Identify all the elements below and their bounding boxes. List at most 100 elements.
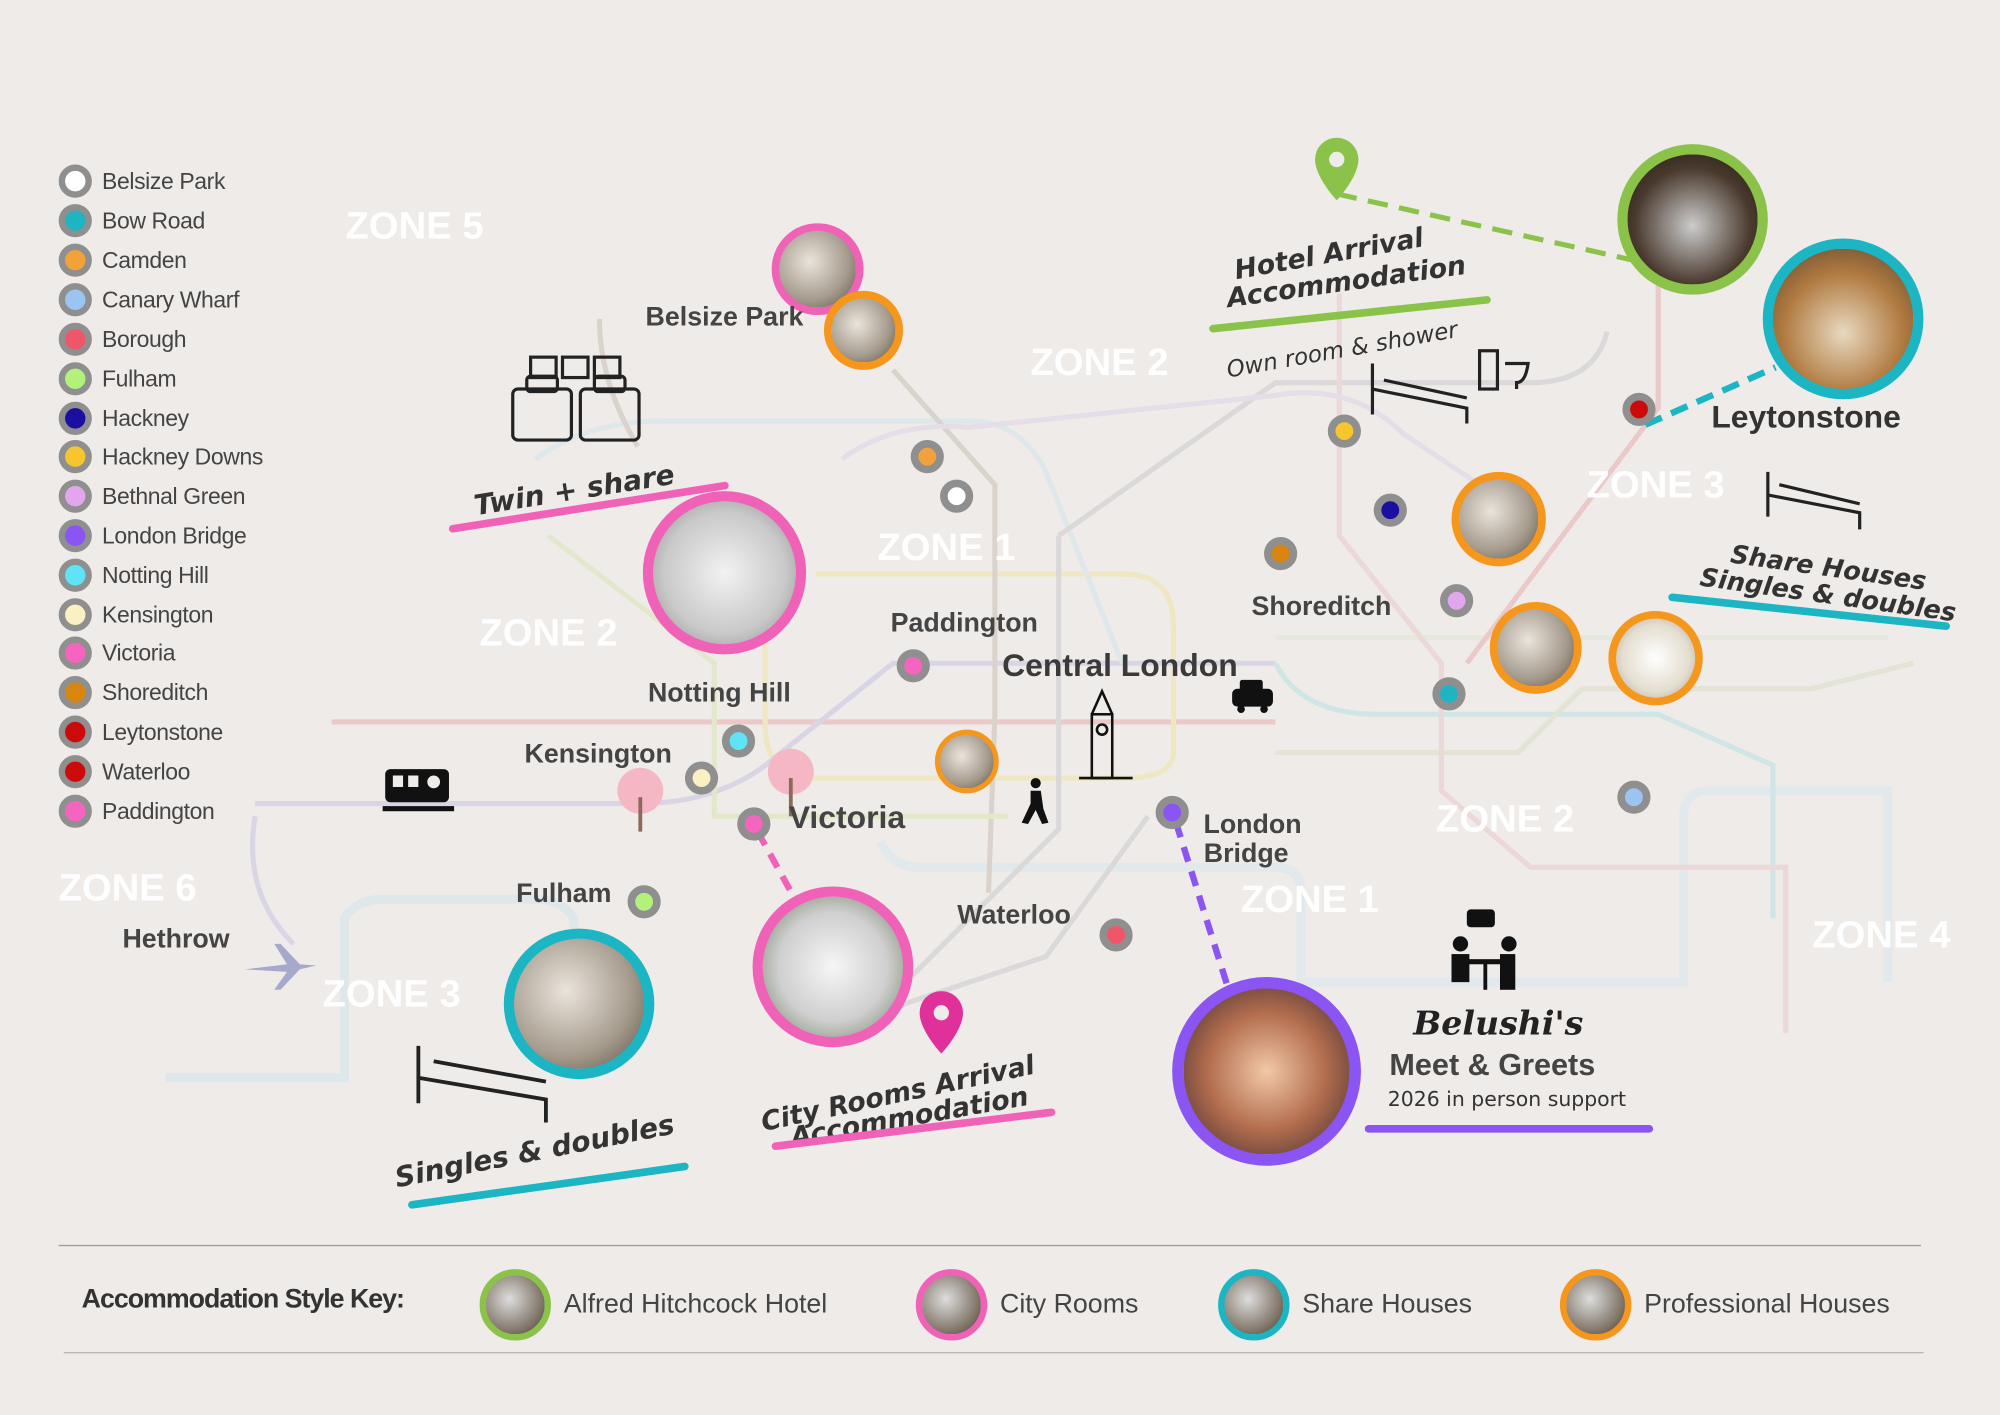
label-london-bridge: London [1203, 809, 1302, 840]
label-waterloo: Waterloo [957, 900, 1071, 930]
legend-item: Camden [58, 243, 187, 277]
zone-label: ZONE 3 [322, 973, 461, 1016]
professional-house-photo[interactable] [934, 729, 999, 794]
meet-greets-subtitle: 2026 in person support [1387, 1086, 1627, 1111]
zone-label: ZONE 6 [58, 867, 197, 910]
key-item-share-houses: Share Houses [1218, 1269, 1472, 1341]
legend-item: Canary Wharf [58, 283, 239, 317]
share-house-photo[interactable] [503, 928, 655, 1080]
station-canary-wharf[interactable] [1617, 780, 1651, 814]
zone-label: ZONE 3 [1586, 464, 1725, 507]
label-leytonstone: Leytonstone [1711, 399, 1901, 435]
divider [63, 1352, 1924, 1354]
station-dot-icon [58, 794, 92, 828]
bed-icon [416, 1045, 548, 1123]
city-rooms-swatch [915, 1269, 988, 1341]
leytonstone-route [1644, 364, 1777, 428]
hotel-swatch [479, 1269, 552, 1341]
city-rooms-photo[interactable] [752, 886, 914, 1048]
bed-icon [1370, 349, 1530, 424]
london-bridge-route [1172, 821, 1231, 986]
zone-label: ZONE 2 [479, 612, 618, 655]
city-rooms-pin-icon [919, 991, 964, 1054]
station-dot-icon [58, 322, 92, 356]
station-paddington[interactable] [896, 649, 930, 683]
station-dot-icon [58, 598, 92, 632]
share-houses-swatch [1218, 1269, 1290, 1341]
meeting-icon [1451, 909, 1517, 990]
key-title: Accommodation Style Key: [81, 1284, 405, 1314]
station-bethnal-green[interactable] [1440, 584, 1474, 618]
victoria-route [754, 830, 800, 905]
station-leytonstone[interactable] [1622, 392, 1656, 427]
legend-item: Waterloo [58, 755, 190, 789]
zone-label: ZONE 5 [345, 205, 484, 248]
station-victoria[interactable] [737, 807, 771, 841]
station-belsize-park[interactable] [940, 479, 974, 513]
professional-house-photo[interactable] [1608, 610, 1703, 706]
hotel-photo[interactable] [1617, 144, 1768, 295]
station-dot-icon [58, 440, 92, 474]
station-hackney[interactable] [1373, 493, 1407, 527]
station-dot-icon [58, 676, 92, 710]
label-victoria: Victoria [788, 799, 906, 836]
professional-houses-swatch [1559, 1269, 1632, 1341]
label-belsize-park: Belsize Park [645, 302, 804, 332]
station-london-bridge[interactable] [1155, 795, 1189, 830]
professional-house-photo[interactable] [1451, 471, 1546, 567]
station-waterloo[interactable] [1099, 918, 1133, 952]
station-fulham[interactable] [627, 885, 661, 919]
legend-item: Belsize Park [58, 164, 225, 198]
legend-item: Notting Hill [58, 558, 209, 592]
city-rooms-photo[interactable] [642, 491, 807, 655]
legend-item: Shoreditch [58, 676, 208, 710]
bed-icon [1766, 471, 1862, 530]
station-notting-hill[interactable] [721, 724, 756, 758]
legend-item: Hackney Downs [58, 440, 263, 474]
station-dot-icon [58, 755, 92, 789]
hotel-pin-icon [1315, 137, 1359, 201]
label-shoreditch: Shoreditch [1251, 591, 1392, 622]
station-camden[interactable] [910, 440, 944, 474]
label-fulham: Fulham [516, 878, 612, 909]
label-central-london: Central London [1002, 647, 1238, 684]
zone-label: ZONE 1 [1240, 878, 1380, 921]
professional-house-photo[interactable] [1489, 602, 1582, 694]
taxi-icon [1232, 679, 1273, 714]
zone-label: ZONE 2 [1435, 798, 1575, 841]
legend-item: Victoria [58, 636, 176, 670]
legend-item: Borough [58, 322, 187, 356]
zone-label: ZONE 4 [1812, 914, 1951, 957]
key-item-city-rooms: City Rooms [915, 1269, 1138, 1341]
legend-item: Kensington [58, 598, 213, 632]
station-dot-icon [58, 715, 92, 749]
plane-icon [244, 943, 317, 990]
station-dot-icon [58, 362, 92, 396]
tree-icon [617, 748, 814, 832]
label-paddington: Paddington [890, 608, 1038, 638]
legend-item: Fulham [58, 362, 177, 396]
station-dot-icon [58, 479, 92, 513]
legend-item: Leytonstone [58, 715, 223, 749]
train-icon [382, 769, 455, 812]
share-house-photo[interactable] [1762, 238, 1924, 400]
station-kensington[interactable] [684, 761, 719, 795]
walking-person-icon [1021, 778, 1049, 824]
meet-greet-photo[interactable] [1172, 977, 1361, 1166]
station-dot-icon [58, 401, 92, 435]
professional-house-photo[interactable] [823, 290, 904, 370]
zone-label: ZONE 2 [1030, 341, 1169, 384]
station-dot-icon [58, 243, 92, 277]
station-bow-road[interactable] [1432, 677, 1466, 711]
station-dot-icon [58, 636, 92, 670]
bigben-icon [1079, 688, 1133, 780]
label-london-bridge-2: Bridge [1203, 839, 1289, 869]
station-hackney-downs[interactable] [1327, 414, 1361, 448]
station-shoreditch[interactable] [1264, 536, 1298, 571]
legend-item: Bethnal Green [58, 479, 246, 513]
station-dot-icon [58, 519, 92, 553]
belushis-logo: Belushi's [1413, 1005, 1584, 1044]
meet-greets-title: Meet & Greets [1389, 1048, 1596, 1083]
station-dot-icon [58, 283, 92, 317]
